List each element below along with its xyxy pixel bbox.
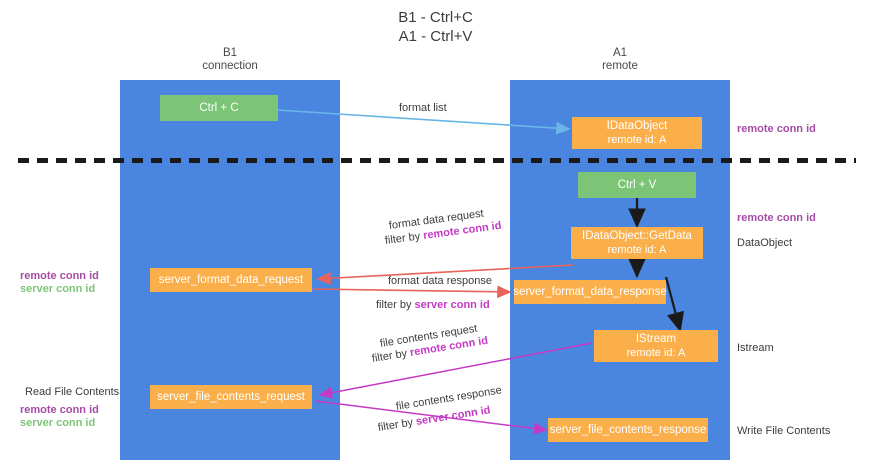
node-server-file-contents-response[interactable]: server_file_contents_response [548,418,708,442]
annotation-remote-conn-id-top: remote conn id [737,123,816,135]
node-ctrl-c-label: Ctrl + C [199,102,239,114]
node-idataobject-getdata-line-2: remote id: A [607,244,667,256]
page-title-line-1: B1 - Ctrl+C [398,9,473,26]
filter-prefix: filter by [384,230,424,247]
node-idataobject-line-2: remote id: A [607,134,667,146]
edge-label-format-data-response: format data response [388,275,492,287]
annotation-left-server-conn-id-2: server conn id [20,417,96,429]
node-server-file-contents-request[interactable]: server_file_contents_request [150,385,312,409]
lane-header-a1: A1 remote [510,47,730,73]
node-server-file-contents-request-label: server_file_contents_request [157,391,305,403]
node-server-format-data-request[interactable]: server_format_data_request [150,268,312,292]
annotation-remote-conn-id-mid: remote conn id [737,212,816,224]
section-divider [18,158,856,163]
lane-header-a1-role: remote [602,60,638,72]
lane-header-b1-role: connection [202,60,258,72]
annotation-write-file-contents: Write File Contents [737,425,831,437]
filter-prefix: filter by [371,347,411,365]
lane-header-b1-name: B1 [222,47,238,59]
node-istream-line-2: remote id: A [626,347,686,359]
node-idataobject-line-1: IDataObject [606,120,668,132]
edge-label-format-list: format list [399,102,447,114]
node-server-format-data-request-label: server_format_data_request [158,274,304,286]
annotation-left-remote-conn-id-2: remote conn id [20,404,99,416]
annotation-istream: Istream [737,342,774,354]
lane-header-a1-name: A1 [612,47,628,59]
node-server-file-contents-response-label: server_file_contents_response [549,424,707,436]
node-ctrl-v[interactable]: Ctrl + V [578,172,696,198]
annotation-read-file-contents: Read File Contents [25,386,120,398]
node-idataobject-getdata-line-1: IDataObject::GetData [582,230,692,242]
node-ctrl-c[interactable]: Ctrl + C [160,95,278,121]
page-title: B1 - Ctrl+C A1 - Ctrl+V [0,8,871,46]
annotation-left-remote-conn-id: remote conn id [20,270,99,282]
node-istream-line-1: IStream [635,333,677,345]
node-idataobject[interactable]: IDataObject remote id: A [572,117,702,149]
node-server-format-data-response[interactable]: server_format_data_response [513,280,667,304]
filter-prefix: filter by [376,299,415,311]
page-title-line-2: A1 - Ctrl+V [398,28,473,45]
filter-prefix: filter by [377,416,417,434]
arrow-format-data-response [312,285,512,299]
annotation-dataobject: DataObject [737,237,793,249]
lane-header-b1: B1 connection [120,47,340,73]
node-istream[interactable]: IStream remote id: A [594,330,718,362]
edge-label-format-data-response-filter: filter by server conn id [376,298,490,312]
filter-key-server-conn-id: server conn id [414,299,490,311]
node-server-format-data-response-label: server_format_data_response [513,286,667,298]
annotation-left-server-conn-id: server conn id [20,283,96,295]
node-idataobject-getdata[interactable]: IDataObject::GetData remote id: A [571,227,703,259]
node-ctrl-v-label: Ctrl + V [617,179,657,191]
